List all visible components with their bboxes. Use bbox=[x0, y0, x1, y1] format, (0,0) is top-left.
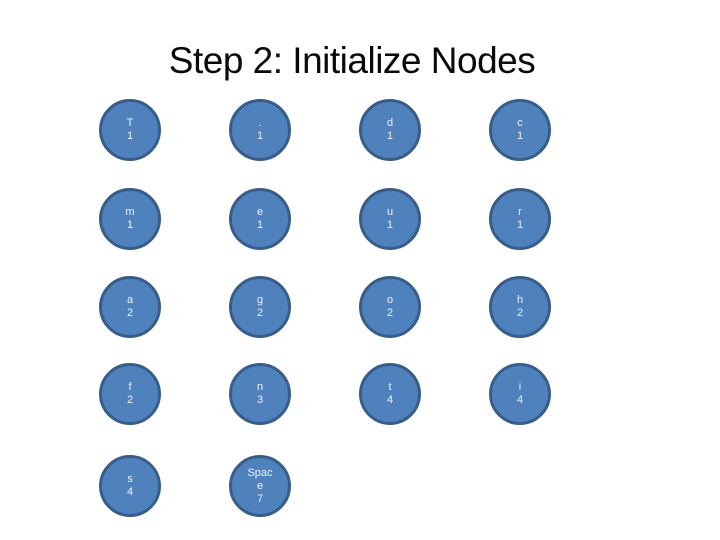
node-label-line: d bbox=[386, 117, 394, 129]
node-label-line: o bbox=[386, 294, 394, 306]
node-count: 1 bbox=[126, 219, 134, 231]
node-count: 2 bbox=[386, 307, 394, 319]
node-count: 4 bbox=[386, 394, 394, 406]
node-count: 1 bbox=[516, 130, 524, 142]
node-label-line: e bbox=[256, 206, 264, 218]
node-label-line: c bbox=[517, 117, 523, 129]
node-label-line: i bbox=[518, 381, 522, 393]
node-label-line: T bbox=[126, 117, 134, 129]
node-label-line: h bbox=[516, 294, 524, 306]
node-label-line: . bbox=[258, 117, 262, 129]
node-label-line: u bbox=[386, 206, 394, 218]
node-count: 2 bbox=[516, 307, 524, 319]
node-count: 1 bbox=[386, 219, 394, 231]
node-count: 1 bbox=[386, 130, 394, 142]
node-count: 2 bbox=[126, 307, 134, 319]
node-label-line: t bbox=[388, 381, 392, 393]
node-count: 1 bbox=[256, 130, 264, 142]
node-count: 3 bbox=[256, 394, 264, 406]
node-count: 2 bbox=[126, 394, 134, 406]
node-label-line: a bbox=[126, 294, 134, 306]
node-count: 4 bbox=[126, 486, 134, 498]
node-period: .1 bbox=[229, 99, 291, 161]
node-label-line: f bbox=[128, 381, 132, 393]
node-count: 2 bbox=[256, 307, 264, 319]
node-label-line: e bbox=[256, 479, 264, 492]
node-label-line: s bbox=[127, 473, 133, 485]
node-count: 1 bbox=[126, 130, 134, 142]
node-label-line: n bbox=[256, 381, 264, 393]
node-label-line: m bbox=[125, 206, 135, 218]
node-label-line: g bbox=[256, 294, 264, 306]
node-count: 1 bbox=[256, 219, 264, 231]
node-count: 4 bbox=[516, 394, 524, 406]
node-count: 1 bbox=[516, 219, 524, 231]
slide-title: Step 2: Initialize Nodes bbox=[168, 40, 536, 81]
node-label-line: r bbox=[518, 206, 522, 218]
node-label-line: Spac bbox=[247, 466, 273, 479]
node-count: 7 bbox=[256, 492, 264, 505]
